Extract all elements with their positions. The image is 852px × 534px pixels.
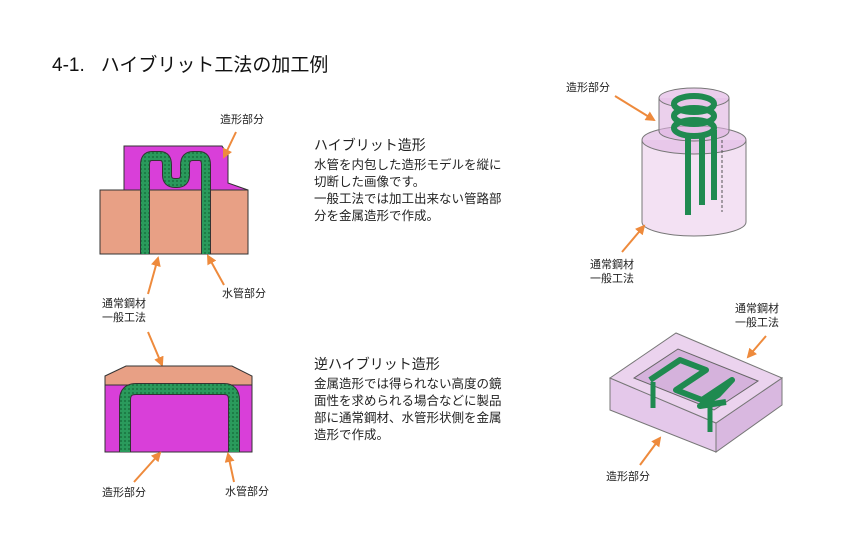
model-base-line1: 通常鋼材 [590, 258, 634, 271]
coil-pipe [671, 93, 717, 215]
hybrid-description: ハイブリット造形 水管を内包した造形モデルを縦に 切断した画像です。 一般工法で… [314, 136, 502, 224]
arrow-3d-steel [746, 335, 767, 359]
reverse-line-3: 部に通常鋼材、水管形状側を金属 [314, 410, 502, 425]
arrow-3d-top [614, 95, 656, 122]
arrow-reverse-water [224, 452, 235, 483]
serpentine-pipe [648, 357, 735, 409]
model2-top-line1: 通常鋼材 [735, 302, 779, 315]
page-title: 4-1. ハイブリット工法の加工例 [52, 50, 328, 77]
arrow-3d-base [621, 224, 646, 253]
section-number: 4-1. [52, 55, 85, 76]
model2-top-label: 通常鋼材 一般工法 [735, 302, 779, 330]
hybrid-water-label: 水管部分 [222, 287, 266, 300]
arrow-top-label [222, 131, 237, 159]
arrow-reverse-bottom [133, 451, 162, 483]
reverse-line-2: 面性を求められる場合などに製品 [314, 393, 502, 408]
model2-top-line2: 一般工法 [735, 316, 779, 329]
hybrid-line-3: 一般工法では加工出来ない管路部 [314, 191, 502, 206]
model-base-line2: 一般工法 [590, 272, 634, 285]
model-top-label: 造形部分 [566, 81, 610, 94]
hybrid-base-label: 通常鋼材 一般工法 [102, 297, 146, 325]
arrow-water-label [207, 254, 225, 286]
reverse-line-4: 造形で作成。 [314, 427, 390, 442]
steel-base [99, 189, 249, 255]
model-base-label: 通常鋼材 一般工法 [590, 258, 634, 286]
reverse-line-1: 金属造形では得られない高度の鏡 [314, 376, 502, 391]
reverse-bottom-label: 造形部分 [102, 486, 146, 499]
hybrid-heading: ハイブリット造形 [314, 138, 426, 154]
reverse-description: 逆ハイブリット造形 金属造形では得られない高度の鏡 面性を求められる場合などに製… [314, 355, 502, 443]
section-title: ハイブリット工法の加工例 [100, 54, 329, 76]
hybrid-line-4: 分を金属造形で作成。 [314, 208, 440, 223]
hybrid-line-2: 切断した画像です。 [314, 174, 426, 189]
base-label-line1: 通常鋼材 [102, 297, 146, 310]
hybrid-top-label: 造形部分 [220, 113, 264, 126]
model2-bottom-label: 造形部分 [606, 470, 650, 483]
arrow-3d-printed [639, 436, 662, 466]
arrow-base-label [147, 256, 161, 295]
reverse-water-label: 水管部分 [225, 485, 269, 498]
hybrid-line-1: 水管を内包した造形モデルを縦に [314, 157, 502, 172]
reverse-heading: 逆ハイブリット造形 [314, 357, 440, 373]
base-label-line2: 一般工法 [102, 311, 146, 324]
